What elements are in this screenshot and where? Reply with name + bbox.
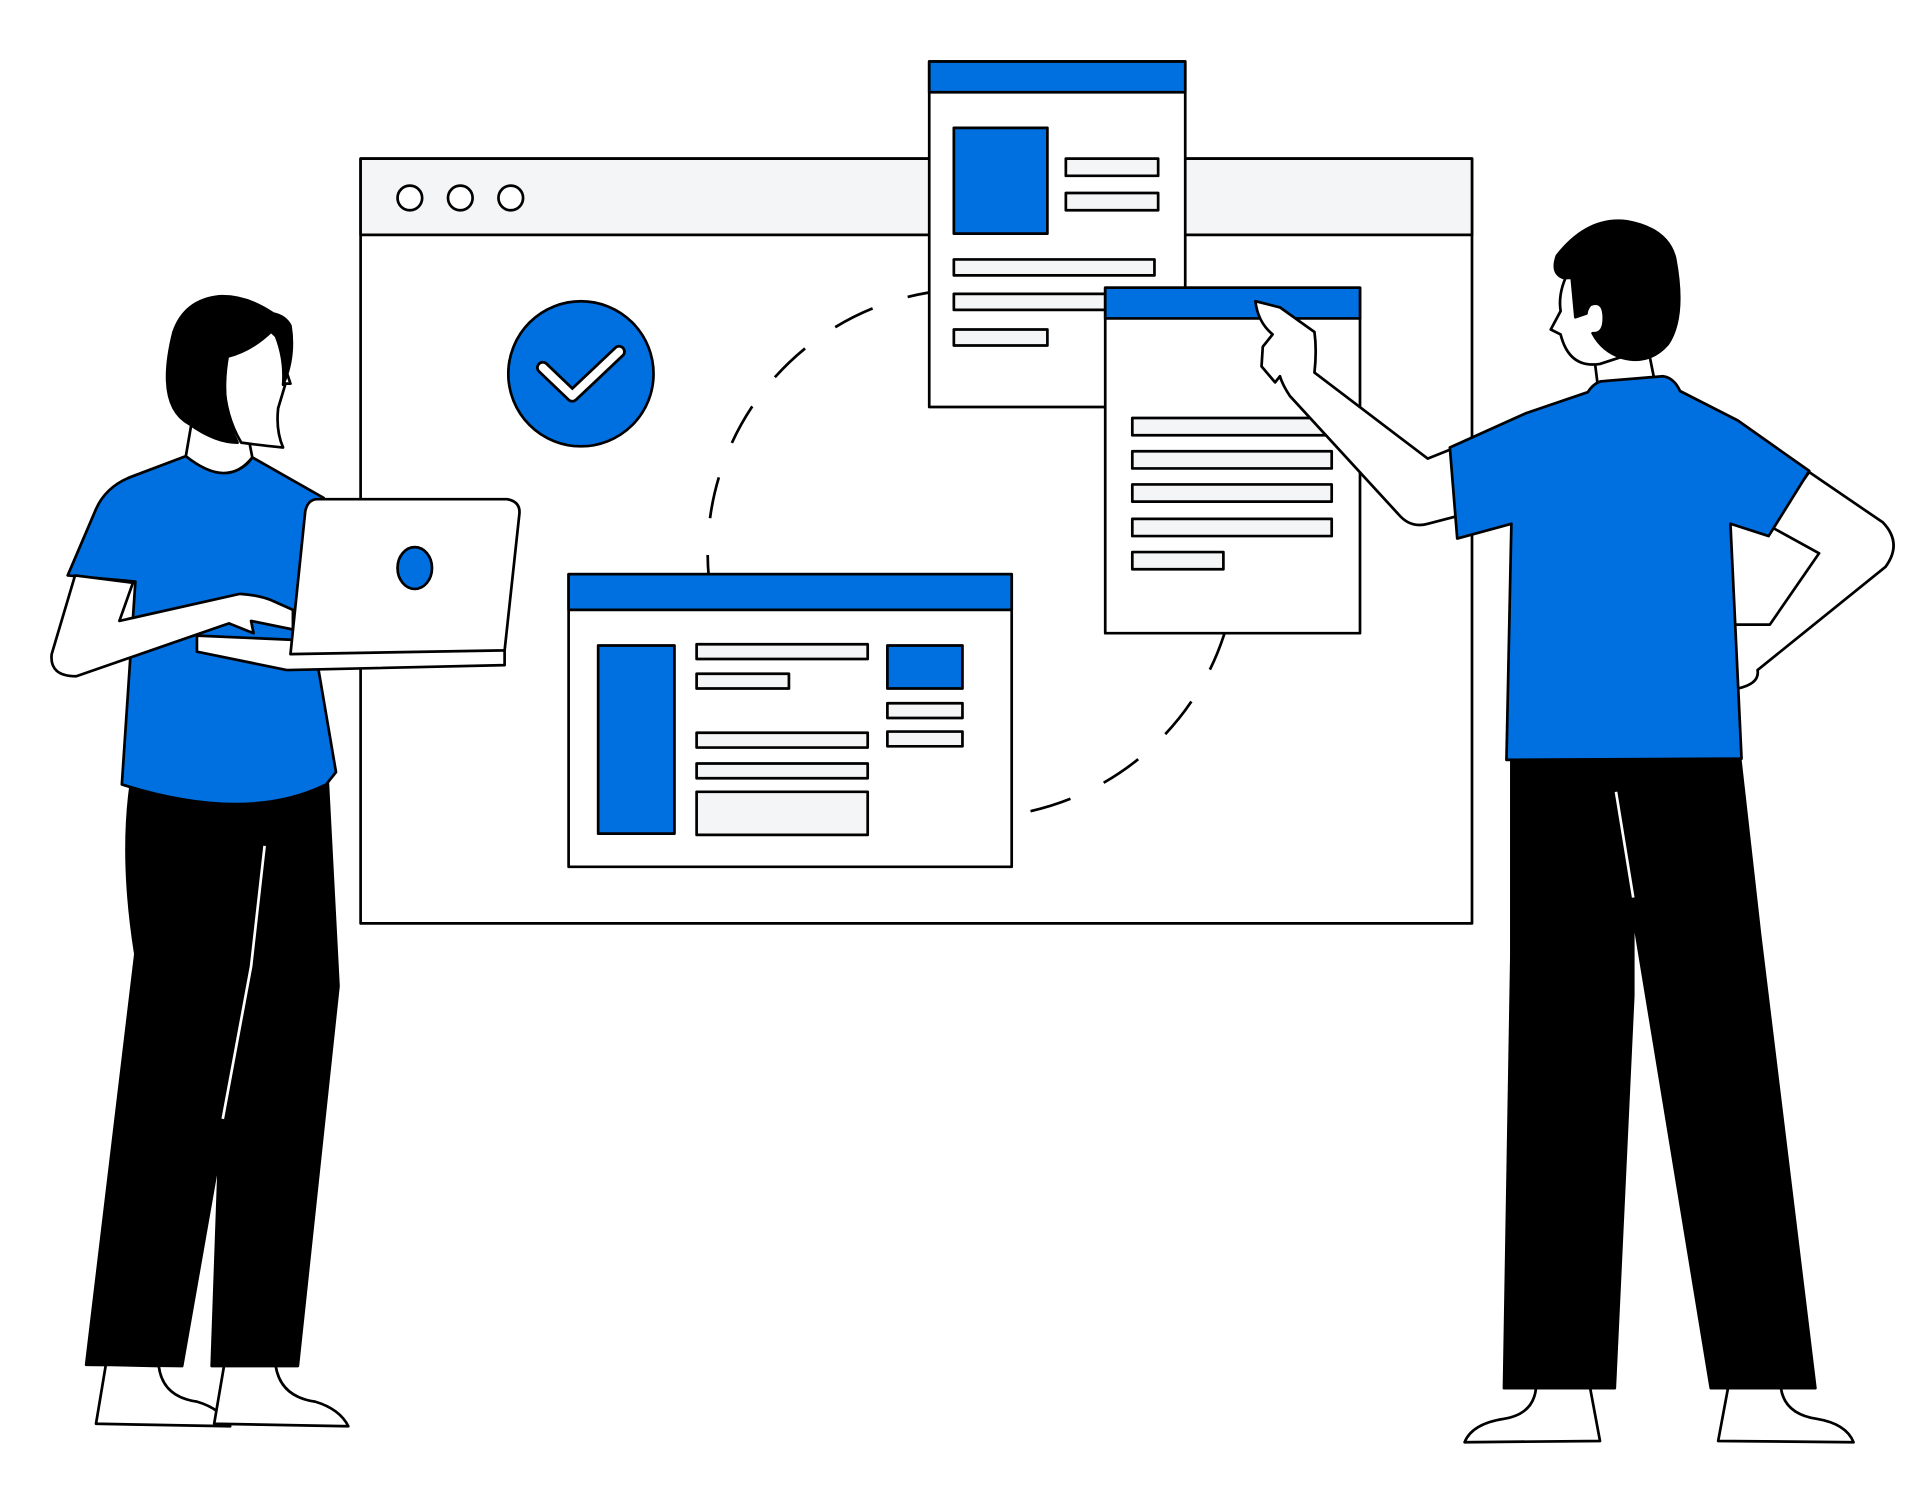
image-placeholder (952, 126, 1049, 235)
window-dot-icon (497, 184, 525, 212)
laptop-logo-icon (396, 545, 434, 591)
person-right-pointing (1254, 219, 1895, 1444)
window-dot-icon (446, 184, 474, 212)
check-circle-icon (506, 299, 655, 448)
right-page-card (1103, 286, 1362, 635)
browser-titlebar (359, 157, 1474, 237)
window-dot-icon (396, 184, 424, 212)
bottom-page-card (567, 572, 1014, 869)
person-left-with-laptop (50, 294, 521, 1428)
